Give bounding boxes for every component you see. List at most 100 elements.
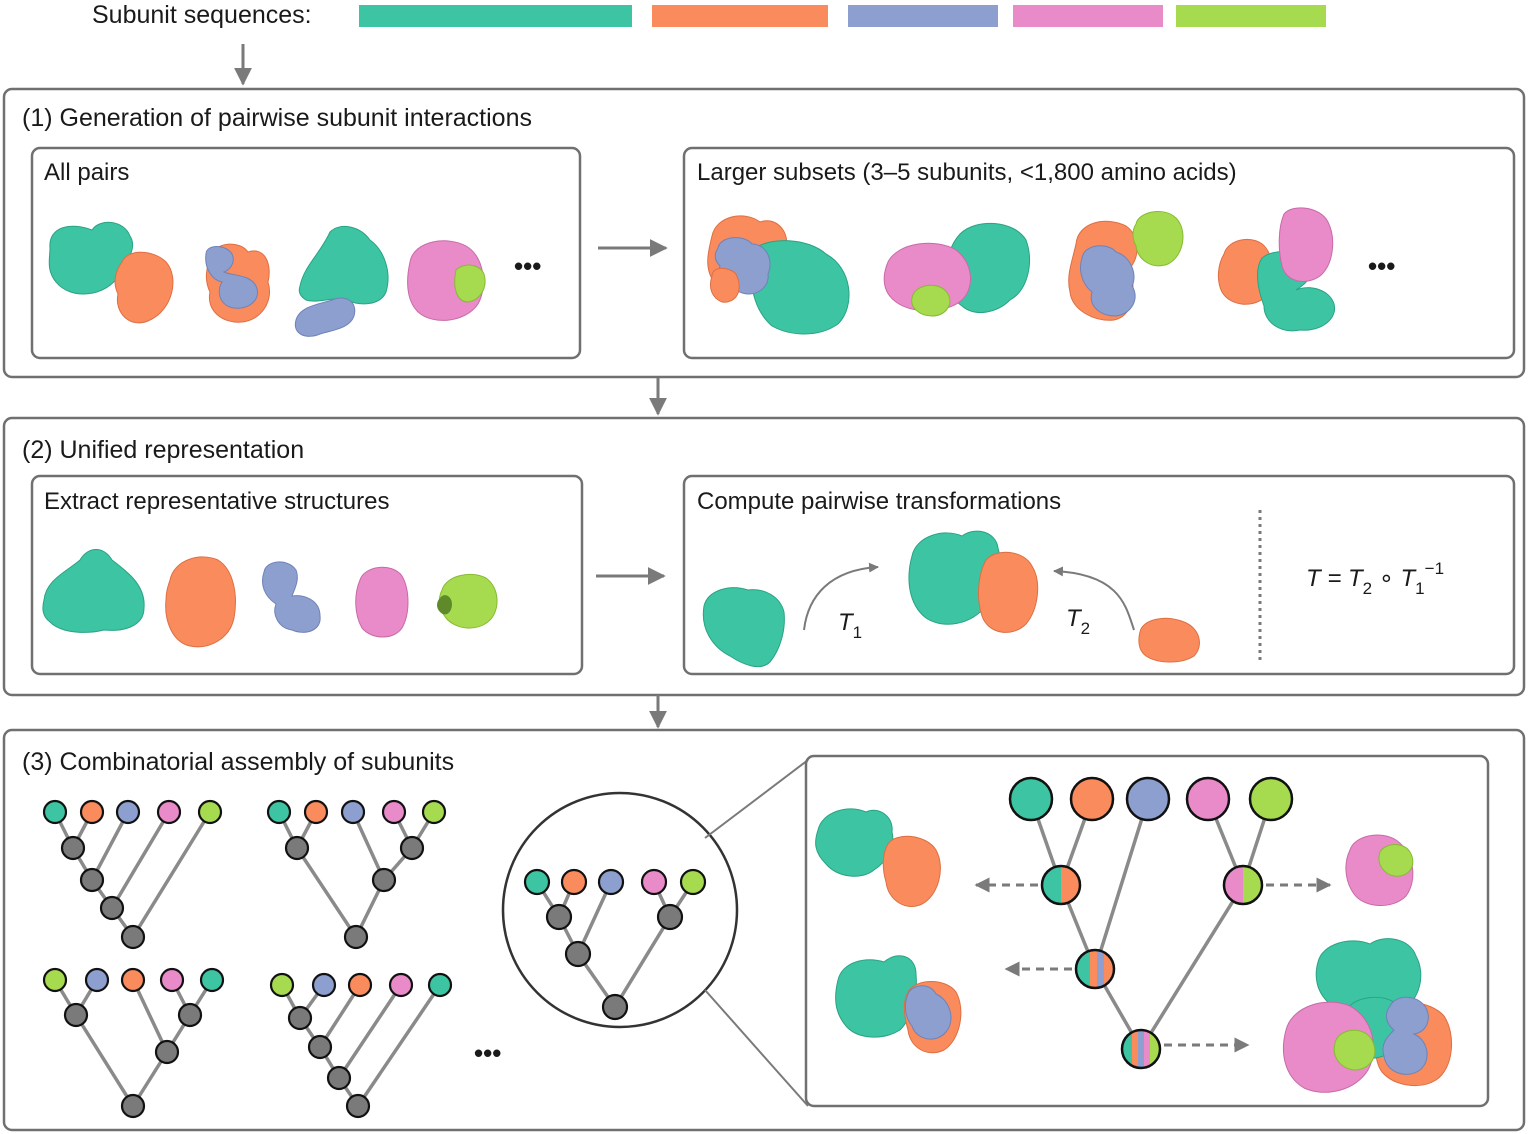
- tree-internal-node: [371, 867, 397, 893]
- detail-protein-teal-orange-blue: [835, 955, 962, 1054]
- transformation-formula: T = T2 ∘ T1−1: [1306, 559, 1444, 598]
- protein-pair-pink-lime: [407, 240, 486, 321]
- protein-subset-2: [883, 222, 1030, 317]
- tree-leaf-node: [115, 799, 141, 825]
- tree-a: [42, 799, 223, 950]
- pairs-ellipsis: •••: [514, 251, 541, 281]
- tree-leaf-node: [159, 967, 185, 993]
- tree-leaf-node: [381, 799, 407, 825]
- dashed-arrows: [974, 877, 1332, 1053]
- detail-protein-pink-lime: [1345, 834, 1414, 907]
- tree-leaf-node: [84, 967, 110, 993]
- tree-leaf-node: [597, 868, 625, 896]
- tree-internal-node: [343, 924, 369, 950]
- node-pink-lime: [1224, 866, 1262, 904]
- tree-leaf-node: [347, 972, 373, 998]
- detail-leaf-1: [1008, 776, 1054, 822]
- structure-orange: [165, 556, 236, 648]
- tree-internal-node: [79, 867, 105, 893]
- tree-internal-node: [99, 895, 125, 921]
- tree-leaf-node: [120, 967, 146, 993]
- tree-leaf-node: [340, 799, 366, 825]
- sequence-bar-1: [359, 5, 632, 27]
- step1-title: (1) Generation of pairwise subunit inter…: [22, 104, 532, 132]
- tree-internal-node: [564, 940, 592, 968]
- t1-label: T1: [838, 609, 862, 642]
- zoom-line-top: [704, 759, 809, 839]
- tree-internal-node: [154, 1039, 180, 1065]
- tree-leaf-node: [421, 799, 447, 825]
- detail-tree-edges: [1029, 798, 1273, 1050]
- larger-subsets-title: Larger subsets (3–5 subunits, <1,800 ami…: [697, 159, 1237, 186]
- structure-teal: [42, 549, 145, 633]
- all-pairs-title: All pairs: [44, 159, 129, 186]
- node-all-five: [1122, 1030, 1160, 1068]
- tree-internal-node: [399, 835, 425, 861]
- zoom-line-bottom: [704, 989, 809, 1107]
- tree-leaf-node: [560, 868, 588, 896]
- detail-panel: [804, 754, 1490, 1108]
- tree-leaf-node: [640, 868, 668, 896]
- structure-lime: [437, 574, 498, 629]
- tree-internal-node: [345, 1093, 371, 1119]
- detail-protein-full-complex: [1283, 938, 1453, 1093]
- detail-leaf-5: [1248, 776, 1294, 822]
- tree-leaf-node: [523, 868, 551, 896]
- protein-subset-4: [1217, 207, 1336, 332]
- detail-leaf-2: [1069, 776, 1115, 822]
- zoom-tree-nodes: [523, 868, 707, 1021]
- zoom-tree: [523, 868, 707, 1021]
- tree-internal-node: [120, 1093, 146, 1119]
- detail-leaf-3: [1125, 776, 1171, 822]
- transform-source-orange: [1138, 617, 1200, 663]
- tree-leaf-node: [266, 799, 292, 825]
- tree-internal-node: [287, 1005, 313, 1031]
- node-teal-orange: [1042, 866, 1080, 904]
- tree-leaf-node: [311, 972, 337, 998]
- assembly-trees: [42, 799, 453, 1119]
- detail-protein-teal-orange: [815, 808, 941, 907]
- tree-leaf-node: [156, 799, 182, 825]
- sequence-bar-2: [652, 5, 828, 27]
- tree-leaf-node: [303, 799, 329, 825]
- tree-leaf-node: [42, 967, 68, 993]
- sequence-bars: [359, 5, 1326, 27]
- tree-leaf-node: [42, 799, 68, 825]
- subsets-ellipsis: •••: [1368, 251, 1395, 281]
- t1-arrow: [803, 562, 879, 631]
- tree-leaf-node: [427, 972, 453, 998]
- protein-pair-teal-blue: [294, 225, 389, 337]
- tree-leaf-node: [197, 799, 223, 825]
- tree-leaf-node: [269, 972, 295, 998]
- tree-internal-node: [177, 1002, 203, 1028]
- structure-pink: [355, 566, 409, 638]
- tree-internal-node: [545, 903, 573, 931]
- sequence-bar-4: [1013, 5, 1163, 27]
- tree-leaf-node: [199, 967, 225, 993]
- protein-subset-3: [1068, 210, 1184, 321]
- detail-leaf-nodes: [1008, 776, 1294, 822]
- tree-leaf-node: [388, 972, 414, 998]
- protein-pair-teal-orange: [48, 221, 174, 324]
- step1-frame: [2, 87, 1526, 379]
- tree-internal-node: [63, 1002, 89, 1028]
- sequence-bar-5: [1176, 5, 1326, 27]
- representative-panel: [30, 474, 584, 676]
- subunit-sequences-label: Subunit sequences:: [92, 1, 312, 29]
- transform-target-complex: [908, 530, 1039, 633]
- structure-blue: [262, 561, 321, 633]
- tree-internal-node: [307, 1034, 333, 1060]
- step2-title: (2) Unified representation: [22, 436, 304, 464]
- transform-source-teal: [702, 587, 785, 668]
- t2-label: T2: [1066, 605, 1090, 638]
- tree-internal-node: [326, 1065, 352, 1091]
- detail-leaf-4: [1185, 776, 1231, 822]
- step3-frame: [2, 728, 1526, 1132]
- protein-subset-1: [707, 215, 850, 335]
- tree-leaf-node: [79, 799, 105, 825]
- zoom-circle: [501, 791, 739, 1029]
- tree-leaf-node: [679, 868, 707, 896]
- representative-title: Extract representative structures: [44, 488, 389, 515]
